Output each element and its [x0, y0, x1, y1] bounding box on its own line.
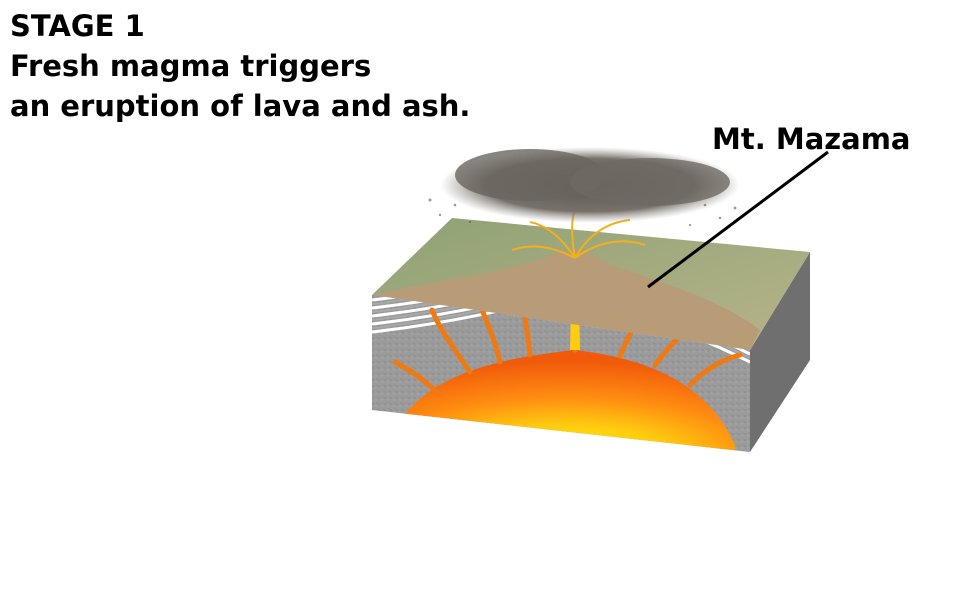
caption-line-2: an eruption of lava and ash. [10, 89, 471, 123]
callout-leader-line [647, 150, 829, 289]
stage-caption: STAGE 1 Fresh magma triggers an eruption… [10, 6, 470, 126]
volcano-cone [372, 250, 760, 350]
block-side-face [750, 252, 810, 452]
stage-heading: STAGE 1 [10, 9, 145, 43]
caption-line-1: Fresh magma triggers [10, 49, 372, 83]
ash-cloud [428, 147, 740, 227]
mt-mazama-label: Mt. Mazama [712, 122, 911, 156]
